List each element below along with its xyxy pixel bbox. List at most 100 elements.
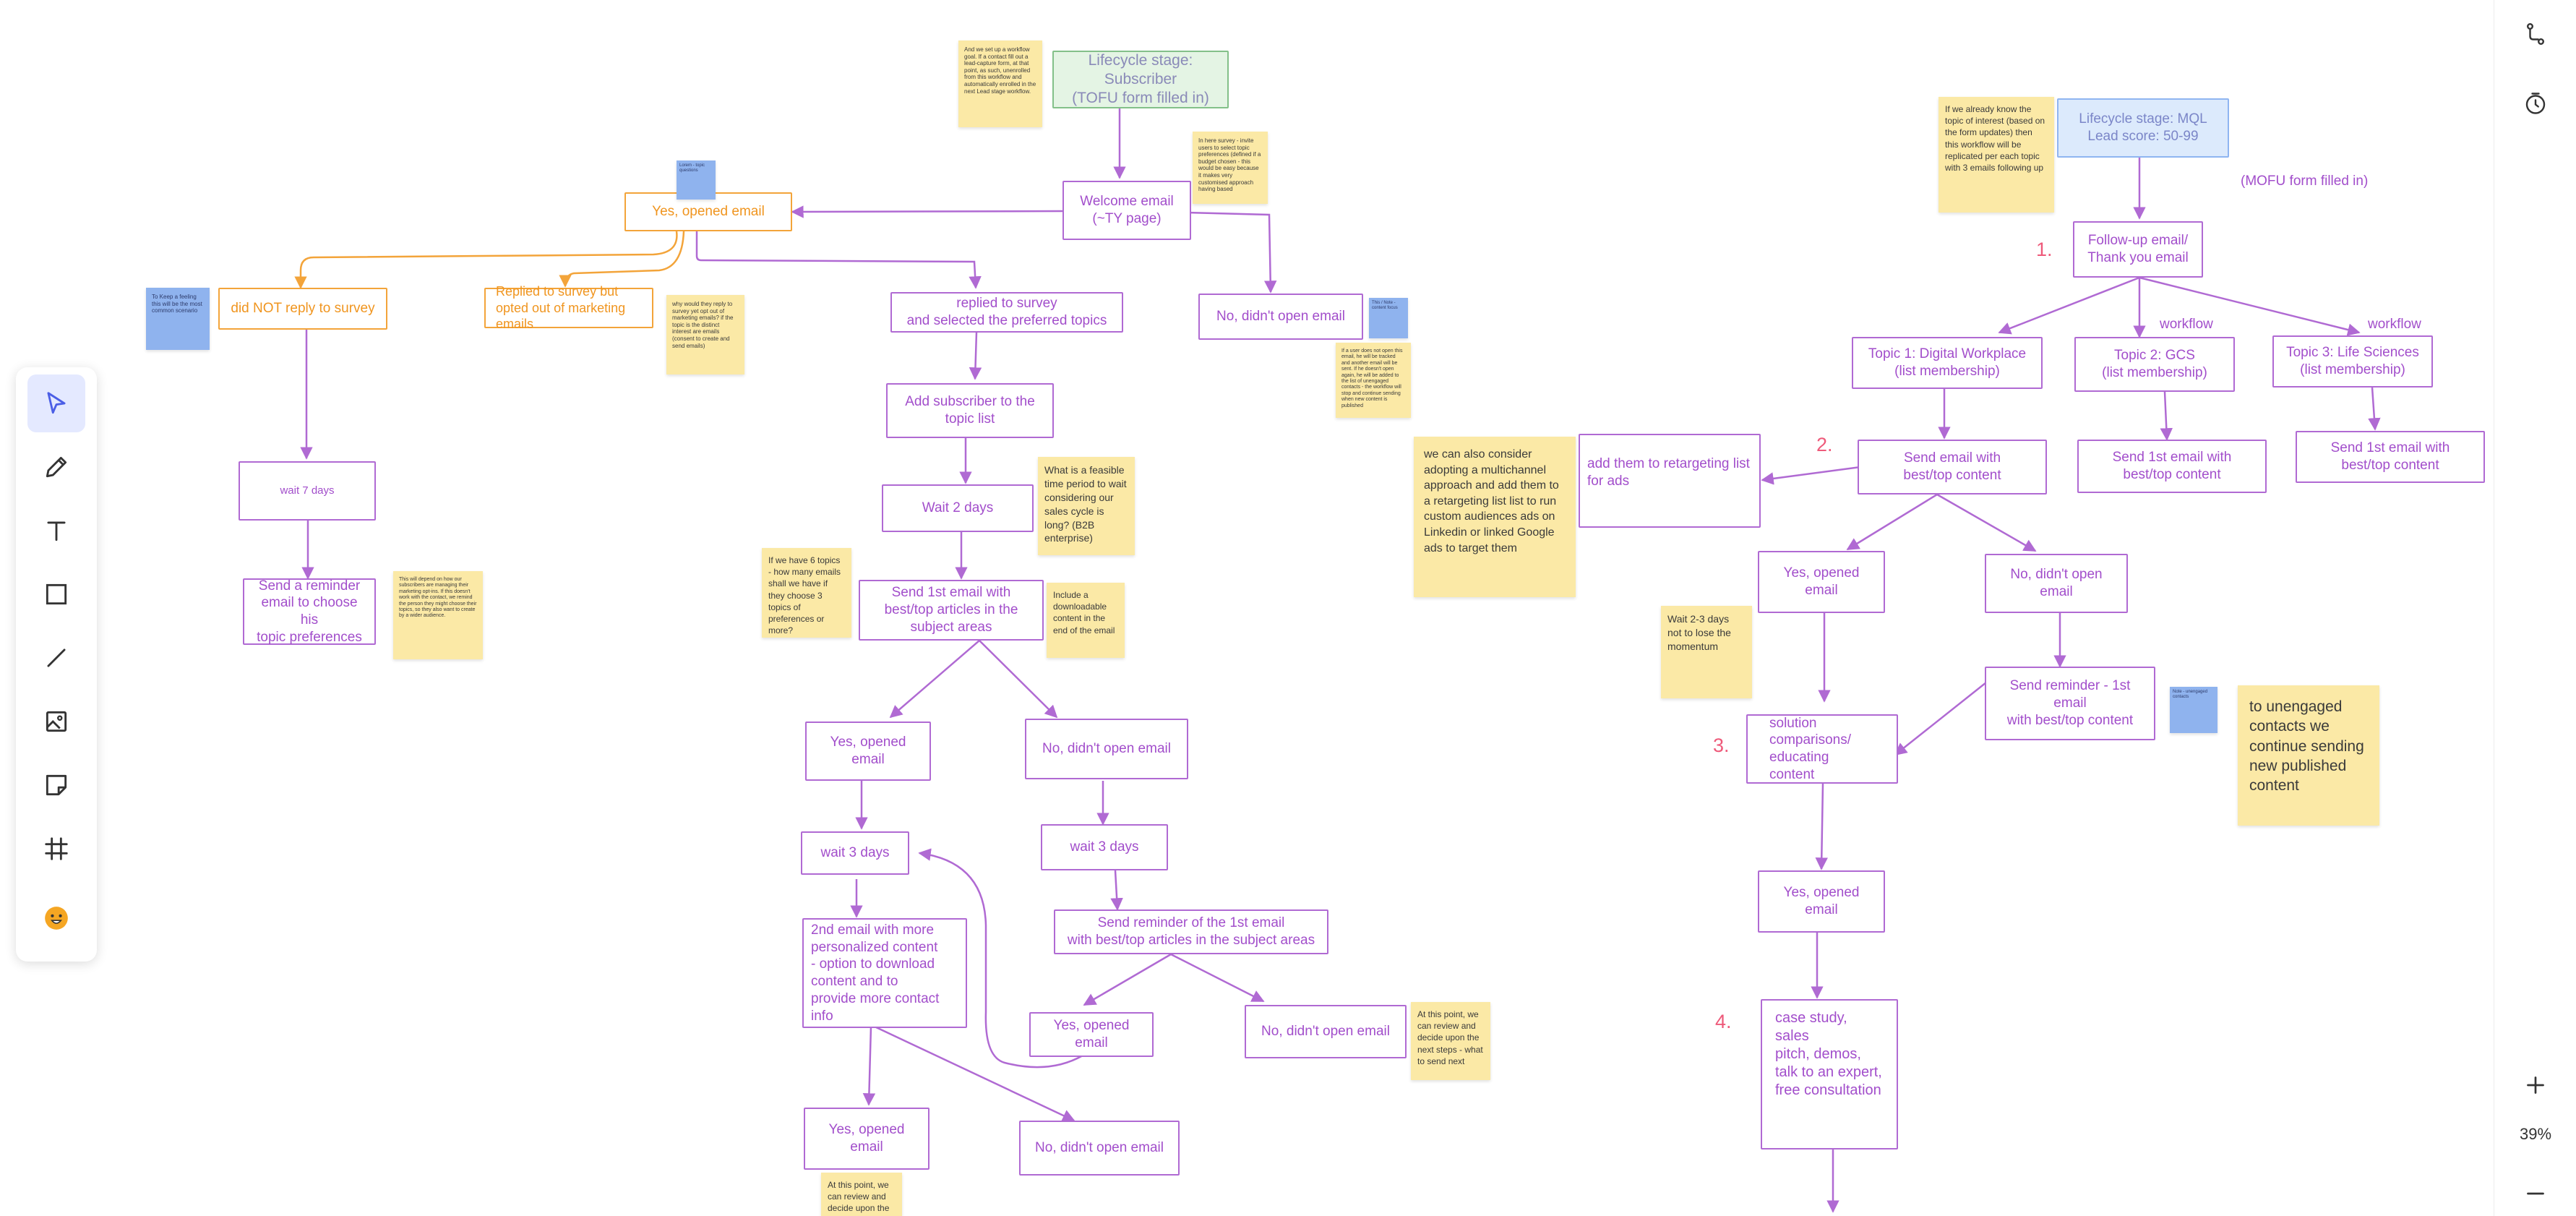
sticky-note[interactable]: At this point, we can review and decide … <box>1411 1002 1490 1080</box>
zoom-out-button[interactable] <box>2517 1176 2554 1212</box>
solution-comparisons-node[interactable]: solution comparisons/ educating content <box>1746 714 1898 784</box>
sticky-note[interactable]: why would they reply to survey yet opt o… <box>666 295 744 374</box>
mql-yes-opened-node[interactable]: Yes, opened email <box>1758 551 1885 613</box>
mql-send-reminder-node[interactable]: Send reminder - 1st email with best/top … <box>1985 667 2155 740</box>
frame-hash-icon <box>45 837 68 860</box>
wait-3-days-node[interactable]: wait 3 days <box>1041 824 1168 870</box>
sticky-note[interactable]: And we set up a workflow goal. If a cont… <box>958 40 1042 127</box>
sticky-note-tool-button[interactable] <box>27 756 85 814</box>
workflow-label: workflow <box>2368 317 2421 332</box>
text-t-icon <box>47 521 66 541</box>
no-didnt-open-email-node[interactable]: No, didn't open email <box>1198 294 1363 340</box>
send-1st-email-best-content-node[interactable]: Send 1st email with best/top content <box>2296 431 2485 483</box>
connector <box>1110 870 1123 911</box>
rectangle-tool-button[interactable] <box>27 565 85 623</box>
connector <box>2368 387 2381 431</box>
sticky-note[interactable]: to unengaged contacts we continue sendin… <box>2238 685 2379 826</box>
topic-3-node[interactable]: Topic 3: Life Sciences (list membership) <box>2272 335 2433 388</box>
connector <box>695 231 982 289</box>
no-didnt-open-email-node[interactable]: No, didn't open email <box>1245 1005 1407 1058</box>
text-tool-button[interactable] <box>27 502 85 560</box>
case-study-node[interactable]: case study, sales pitch, demos, talk to … <box>1761 999 1898 1149</box>
timer-button[interactable] <box>2517 85 2554 121</box>
zoom-in-button[interactable] <box>2517 1067 2554 1103</box>
connector <box>1083 953 1172 1006</box>
right-rail: 39% <box>2494 0 2576 1216</box>
second-email-node[interactable]: 2nd email with more personalized content… <box>802 918 967 1028</box>
add-subscriber-node[interactable]: Add subscriber to the topic list <box>886 383 1054 438</box>
mql-no-open-node[interactable]: No, didn't open email <box>1985 554 2128 613</box>
sticky-note[interactable]: we can also consider adopting a multicha… <box>1414 437 1576 597</box>
followup-email-node[interactable]: Follow-up email/ Thank you email <box>2073 221 2203 278</box>
replied-opted-out-node[interactable]: Replied to survey but opted out of marke… <box>484 284 653 331</box>
pen-tool-button[interactable] <box>27 438 85 496</box>
send-reminder-topic-node[interactable]: Send a reminder email to choose his topi… <box>243 578 376 645</box>
did-not-reply-node[interactable]: did NOT reply to survey <box>218 288 387 330</box>
left-toolbar <box>16 367 97 962</box>
emoji-reaction-button[interactable] <box>27 889 85 947</box>
lifecycle-mql-node[interactable]: Lifecycle stage: MQL Lead score: 50-99 <box>2057 98 2229 158</box>
sticky-note[interactable]: If a user does not open this email, he w… <box>1336 343 1411 418</box>
frame-tool-button[interactable] <box>27 820 85 878</box>
sticky-note[interactable]: If we have 6 topics - how many emails sh… <box>762 548 851 638</box>
welcome-email-node[interactable]: Welcome email (~TY page) <box>1062 181 1191 240</box>
send-1st-email-node[interactable]: Send 1st email with best/top articles in… <box>859 580 1044 641</box>
plus-icon <box>2527 1076 2544 1094</box>
cursor-arrow-icon <box>47 392 66 414</box>
workflow-label: workflow <box>2160 317 2213 332</box>
connector-path-icon <box>2527 22 2545 45</box>
yes-opened-email-node[interactable]: Yes, opened email <box>804 1108 929 1170</box>
send-email-best-content-node[interactable]: Send email with best/top content <box>1858 440 2047 494</box>
no-didnt-open-email-mid-node[interactable]: No, didn't open email <box>1025 719 1188 779</box>
square-icon <box>46 583 67 605</box>
connector <box>969 332 982 380</box>
yes-opened-email-node[interactable]: Yes, opened email <box>1029 1012 1154 1057</box>
sticky-note-icon <box>46 774 67 796</box>
sticky-note[interactable]: What is a feasible time period to wait c… <box>1038 457 1135 555</box>
sticky-note[interactable]: Note - unengaged contacts <box>2170 687 2217 733</box>
sticky-note[interactable]: Include a downloadable content in the en… <box>1047 583 1125 658</box>
sticky-note[interactable]: If we already know the topic of interest… <box>1939 97 2054 213</box>
sticky-note[interactable]: At this point, we can review and decide … <box>821 1173 902 1216</box>
connector <box>1815 783 1829 870</box>
send-reminder-1st-email-node[interactable]: Send reminder of the 1st email with best… <box>1054 909 1328 954</box>
sticky-note[interactable]: To Keep a feeling this will be the most … <box>146 288 210 350</box>
timer-icon <box>2525 93 2546 114</box>
connector <box>862 1026 876 1106</box>
topic-2-node[interactable]: Topic 2: GCS (list membership) <box>2074 337 2235 392</box>
wait-3-days-node[interactable]: wait 3 days <box>801 831 909 875</box>
connector-tool-button[interactable] <box>2517 16 2554 52</box>
pencil-icon <box>46 456 67 478</box>
topic-1-node[interactable]: Topic 1: Digital Workplace (list members… <box>1852 337 2043 389</box>
mofu-form-note: (MOFU form filled in) <box>2241 174 2369 189</box>
yes-opened-email-left-node[interactable]: Yes, opened email <box>805 722 931 781</box>
add-retargeting-list-node[interactable]: add them to retargeting list for ads <box>1579 434 1761 528</box>
connector <box>979 640 1058 719</box>
send-1st-email-best-content-node[interactable]: Send 1st email with best/top content <box>2077 440 2267 493</box>
select-tool-button[interactable] <box>27 374 85 432</box>
emoji-face-icon <box>45 907 68 930</box>
sticky-note[interactable]: This will depend on how our subscribers … <box>393 571 483 659</box>
sticky-note[interactable]: Lorem - topic questions <box>677 160 716 200</box>
step-number: 4. <box>1715 1011 1732 1032</box>
replied-selected-topics-node[interactable]: replied to survey and selected the prefe… <box>890 292 1123 333</box>
connector <box>1846 493 1938 551</box>
wait-2-days-node[interactable]: Wait 2 days <box>882 484 1034 532</box>
step-number: 2. <box>1816 434 1833 455</box>
connector <box>791 205 1063 218</box>
sticky-note[interactable]: Wait 2-3 days not to lose the momentum <box>1661 606 1752 698</box>
line-tool-button[interactable] <box>27 629 85 687</box>
image-icon <box>46 711 67 732</box>
connector <box>1170 953 1265 1003</box>
sticky-note[interactable]: This / Note - content focus <box>1369 298 1408 338</box>
sticky-note[interactable]: In here survey - invite users to select … <box>1193 132 1268 204</box>
image-tool-button[interactable] <box>27 693 85 750</box>
lifecycle-subscriber-node[interactable]: Lifecycle stage: Subscriber (TOFU form f… <box>1052 51 1229 108</box>
whiteboard-canvas[interactable]: Lifecycle stage: Subscriber (TOFU form f… <box>0 0 2494 1216</box>
minus-icon <box>2527 1192 2544 1195</box>
no-didnt-open-email-node[interactable]: No, didn't open email <box>1019 1121 1180 1176</box>
connector <box>2160 391 2173 441</box>
wait-7-days-node[interactable]: wait 7 days <box>239 461 376 521</box>
mql-yes-opened-node[interactable]: Yes, opened email <box>1758 870 1885 933</box>
connector <box>1185 211 1277 294</box>
